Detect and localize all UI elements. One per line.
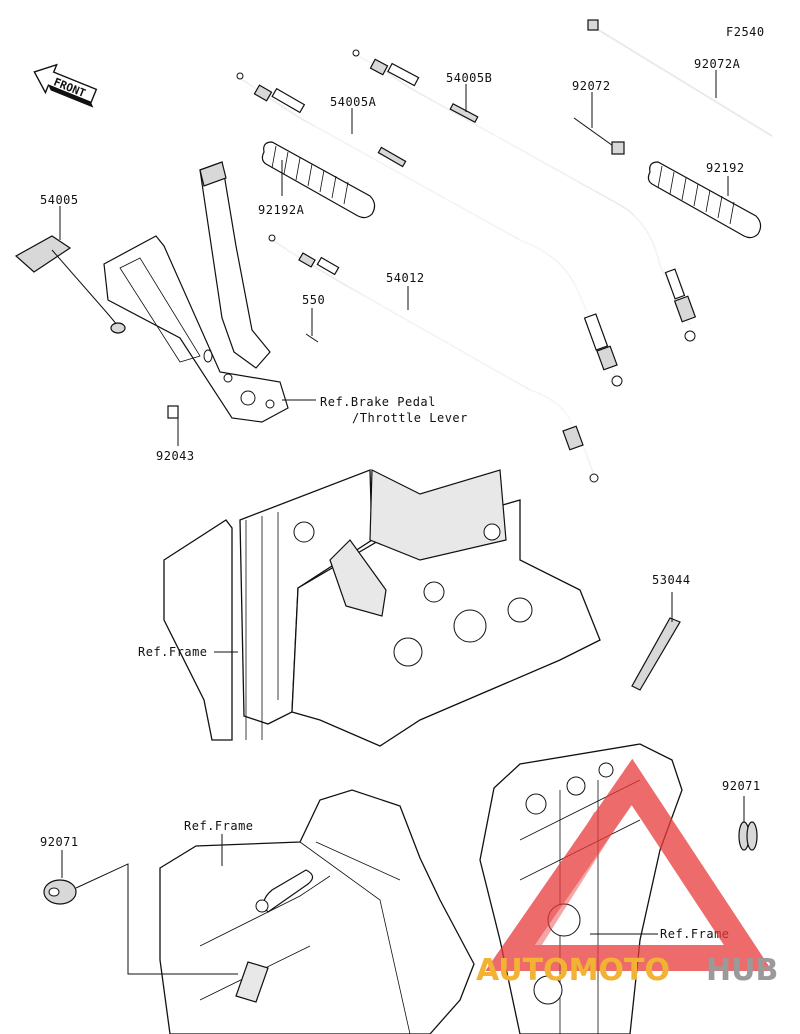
ref-frame-middle: Ref.Frame xyxy=(138,645,208,659)
ref-frame-bottom-left: Ref.Frame xyxy=(184,819,254,833)
cable-54005a xyxy=(236,72,623,387)
grip-92192 xyxy=(647,161,762,239)
pin-92043 xyxy=(167,405,179,419)
label-92192a: 92192A xyxy=(258,203,305,217)
cable-54012 xyxy=(268,234,599,483)
cotter-pin-550 xyxy=(305,333,319,343)
label-550: 550 xyxy=(302,293,325,307)
label-92072a: 92072A xyxy=(694,57,741,71)
ref-frame-bottom-right: Ref.Frame xyxy=(660,927,730,941)
cable-54005b xyxy=(352,49,697,342)
grommet-92071-right xyxy=(738,821,758,851)
label-54012: 54012 xyxy=(386,271,425,285)
label-92192: 92192 xyxy=(706,161,745,175)
pad-53044 xyxy=(631,617,681,691)
label-92043: 92043 xyxy=(156,449,195,463)
watermark-text: AUTOMOTO HUB xyxy=(476,953,778,988)
parking-brake-lever xyxy=(103,161,289,423)
label-92071-right: 92071 xyxy=(722,779,761,793)
label-54005a: 54005A xyxy=(330,95,377,109)
frame-middle xyxy=(163,469,601,747)
watermark-text-b: HUB xyxy=(706,953,778,988)
label-54005: 54005 xyxy=(40,193,79,207)
grip-92192a xyxy=(261,141,376,219)
switch-54005 xyxy=(14,235,126,334)
frame-bottom-right xyxy=(479,743,683,1034)
leader-lines xyxy=(59,70,745,975)
tie-92072 xyxy=(573,117,625,155)
ref-brake-pedal-line1: Ref.Brake Pedal xyxy=(320,395,436,409)
label-92072: 92072 xyxy=(572,79,611,93)
label-54005b: 54005B xyxy=(446,71,492,85)
tie-92072a xyxy=(587,19,773,137)
front-arrow-icon: FRONT xyxy=(33,63,98,108)
label-92071-left: 92071 xyxy=(40,835,79,849)
label-53044: 53044 xyxy=(652,573,691,587)
watermark-logo-icon xyxy=(485,758,773,971)
frame-bottom-left xyxy=(159,789,475,1034)
figure-code: F2540 xyxy=(726,25,765,39)
watermark-text-a: AUTOMOTO xyxy=(476,953,670,988)
grommet-92071-left xyxy=(43,879,77,905)
ref-brake-pedal-line2: /Throttle Lever xyxy=(352,411,468,425)
